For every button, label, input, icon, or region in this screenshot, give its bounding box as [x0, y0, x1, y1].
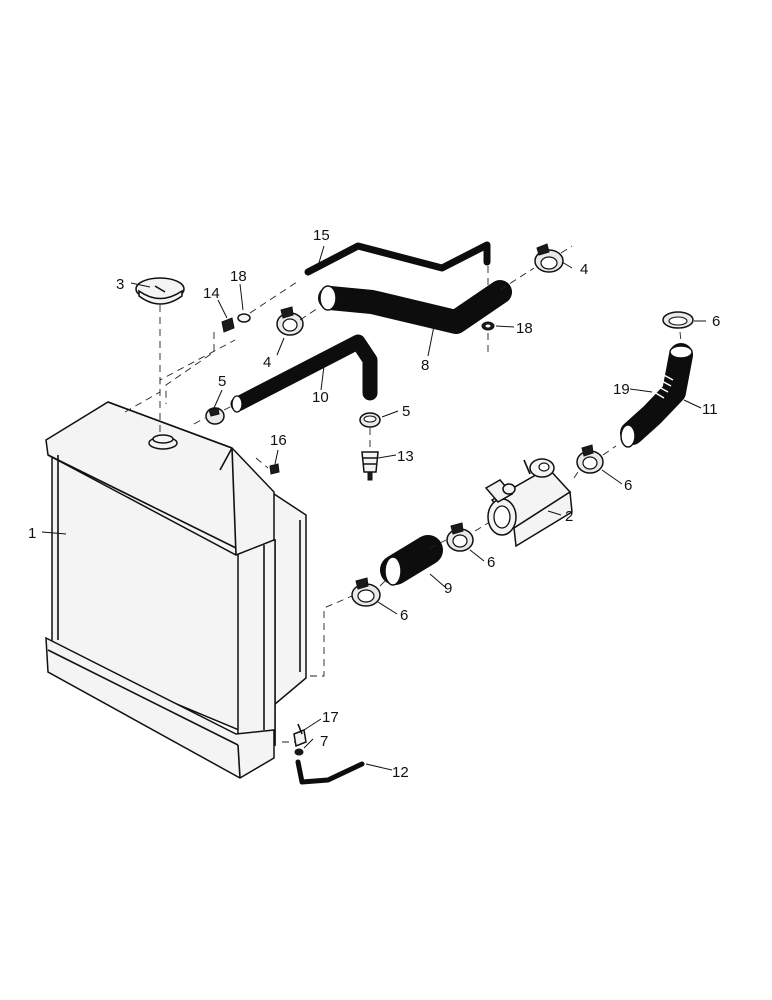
callout-6-thermostat: 6	[624, 477, 632, 494]
callout-14: 14	[203, 285, 220, 302]
outlet-hose-11	[620, 343, 693, 445]
hose-corrugation-19	[653, 373, 674, 399]
thermostat-housing	[484, 458, 573, 548]
plug-14	[221, 317, 235, 333]
callout-16: 16	[270, 432, 287, 449]
hose-clamp-6-lower	[351, 577, 381, 607]
callout-5-right: 5	[402, 403, 410, 420]
callout-7: 7	[320, 733, 328, 750]
callout-18-right: 18	[516, 320, 533, 337]
callout-6-lower: 6	[400, 607, 408, 624]
callout-18-left: 18	[230, 268, 247, 285]
washer-7	[294, 748, 304, 756]
hose-clamp-6-top	[662, 311, 694, 329]
hose-clamp-5-right	[359, 412, 381, 428]
callout-8: 8	[421, 357, 429, 374]
callout-4-upper: 4	[580, 261, 588, 278]
callout-2: 2	[565, 508, 573, 525]
hose-clamp-6-thermostat	[576, 444, 604, 474]
callout-6-middle: 6	[487, 554, 495, 571]
radiator	[45, 401, 307, 779]
fitting-13	[361, 451, 379, 481]
callout-3: 3	[116, 276, 124, 293]
callout-15: 15	[313, 227, 330, 244]
callout-4-lower: 4	[263, 354, 271, 371]
callout-5-left: 5	[218, 373, 226, 390]
washer-18-left	[237, 313, 251, 323]
callout-10: 10	[312, 389, 329, 406]
plug-16	[269, 463, 280, 475]
callout-9: 9	[444, 580, 452, 597]
radiator-cap	[135, 277, 185, 305]
drain-hose-12	[295, 759, 365, 785]
callout-19: 19	[613, 381, 630, 398]
callout-13: 13	[397, 448, 414, 465]
hose-clamp-5-left	[205, 407, 225, 425]
hose-clamp-6-middle	[446, 522, 474, 552]
callout-12: 12	[392, 764, 409, 781]
hose-15	[304, 241, 491, 276]
hose-clamp-4-lower	[276, 306, 304, 336]
upper-hose-8	[318, 280, 512, 334]
callout-11: 11	[702, 401, 718, 418]
hose-clamp-4-upper	[534, 243, 564, 273]
callout-17: 17	[322, 709, 339, 726]
bypass-hose-10	[230, 334, 378, 412]
drain-cock-17	[293, 723, 307, 748]
washer-18-right	[481, 321, 495, 331]
callout-6-top: 6	[712, 313, 720, 330]
lower-hose-9	[380, 535, 443, 586]
callout-1: 1	[28, 525, 36, 542]
